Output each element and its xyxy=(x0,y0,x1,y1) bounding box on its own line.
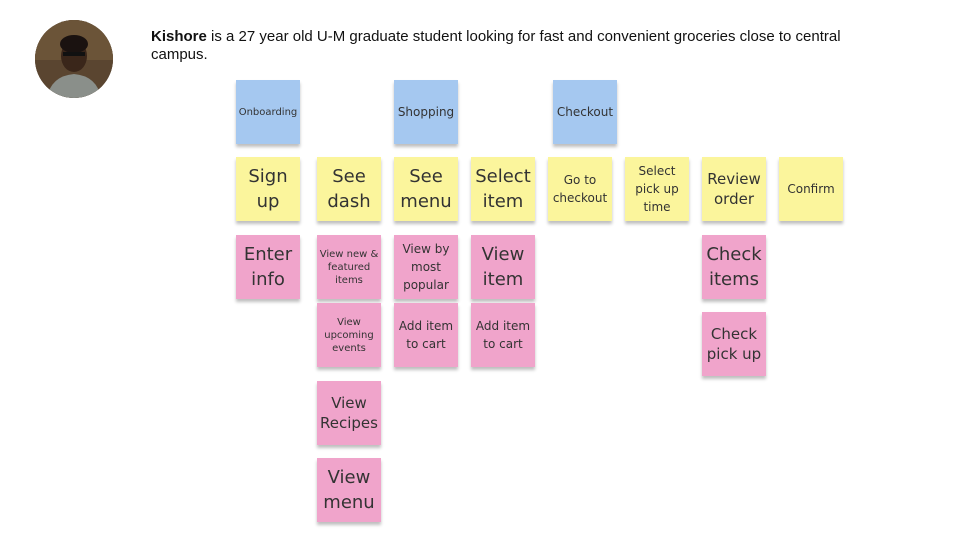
detail-check-items: Check items xyxy=(702,235,766,299)
task-review-order: Review order xyxy=(702,157,766,221)
detail-enter-info: Enter info xyxy=(236,235,300,299)
detail-check-pick-up: Check pick up xyxy=(702,312,766,376)
detail-view-new-featured: View new & featured items xyxy=(317,235,381,299)
persona-avatar xyxy=(35,20,113,98)
persona-statement: Kishore is a 27 year old U-M graduate st… xyxy=(151,28,841,64)
stage-checkout: Checkout xyxy=(553,80,617,144)
detail-view-recipes: View Recipes xyxy=(317,381,381,445)
stage-onboarding: Onboarding xyxy=(236,80,300,144)
task-confirm: Confirm xyxy=(779,157,843,221)
persona-name: Kishore xyxy=(151,28,207,45)
detail-view-item: View item xyxy=(471,235,535,299)
task-see-dash: See dash xyxy=(317,157,381,221)
detail-view-menu: View menu xyxy=(317,458,381,522)
task-select-item: Select item xyxy=(471,157,535,221)
task-select-pick-up-time: Select pick up time xyxy=(625,157,689,221)
task-go-to-checkout: Go to checkout xyxy=(548,157,612,221)
task-see-menu: See menu xyxy=(394,157,458,221)
detail-add-item-to-cart-menu: Add item to cart xyxy=(394,303,458,367)
task-sign-up: Sign up xyxy=(236,157,300,221)
detail-view-by-most-popular: View by most popular xyxy=(394,235,458,299)
persona-description: is a 27 year old U-M graduate student lo… xyxy=(151,28,841,63)
detail-view-upcoming-events: View upcoming events xyxy=(317,303,381,367)
detail-add-item-to-cart-select: Add item to cart xyxy=(471,303,535,367)
stage-shopping: Shopping xyxy=(394,80,458,144)
